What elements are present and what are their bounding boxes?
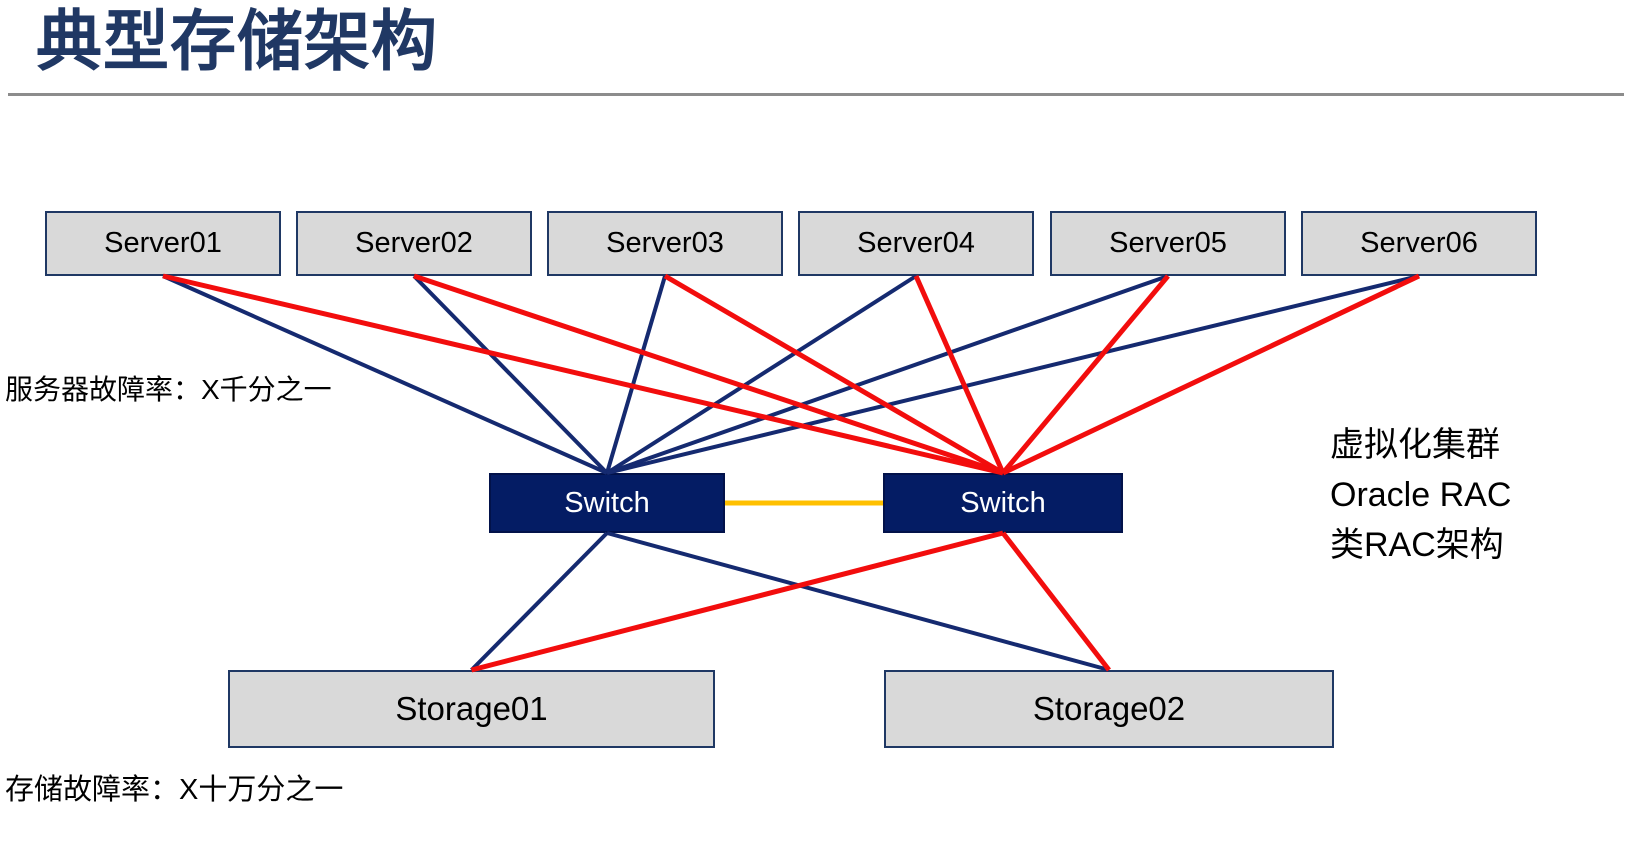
storage01-box: Storage01 [228,670,715,748]
slide-title: 典型存储架构 [36,4,438,78]
storage02-label: Storage02 [1032,690,1186,727]
server-failure-rate-note: 服务器故障率：X千分之一 [5,374,332,405]
server01-label: Server01 [104,227,222,259]
edge-server05-switch-b [1001,274,1170,475]
edge-server05-switch-a [606,274,1169,475]
edge-server03-switch-a [605,275,667,474]
edge-server02-switch-b [413,273,1004,476]
storage-failure-rate-note: 存储故障率：X十万分之一 [5,774,344,806]
switch-a-box: Switch [489,473,725,533]
edge-switch-b-storage01 [470,530,1004,673]
cluster-note-line-2: Oracle RAC [1330,476,1512,514]
server06-label: Server06 [1360,227,1478,259]
edge-server02-switch-a [412,274,609,475]
switch-b-box: Switch [883,473,1123,533]
cluster-note-line-3: 类RAC架构 [1330,526,1504,564]
server03-label: Server03 [606,227,724,259]
edge-switch-a-storage01 [470,531,609,672]
edge-switch-a-storage02 [606,531,1110,672]
server02-label: Server02 [355,227,473,259]
server05-box: Server05 [1050,211,1286,276]
server02-box: Server02 [296,211,532,276]
server04-label: Server04 [857,227,975,259]
storage02-box: Storage02 [884,670,1334,748]
server04-box: Server04 [798,211,1034,276]
server05-label: Server05 [1109,227,1227,259]
switch-a-label: Switch [564,486,650,519]
server06-box: Server06 [1301,211,1537,276]
edge-server04-switch-a [605,274,918,475]
edge-server03-switch-b [663,273,1005,476]
edge-switch-b-storage02 [1001,531,1111,672]
server01-box: Server01 [45,211,281,276]
cluster-note-line-1: 虚拟化集群 [1330,426,1500,464]
edge-server06-switch-a [606,274,1420,475]
switch-b-label: Switch [960,486,1046,519]
storage01-label: Storage01 [395,690,548,727]
title-separator [8,93,1624,96]
cluster-architecture-note: 虚拟化集群 Oracle RAC 类RAC架构 [1330,420,1511,570]
server03-box: Server03 [547,211,783,276]
edge-server04-switch-b [913,274,1006,475]
